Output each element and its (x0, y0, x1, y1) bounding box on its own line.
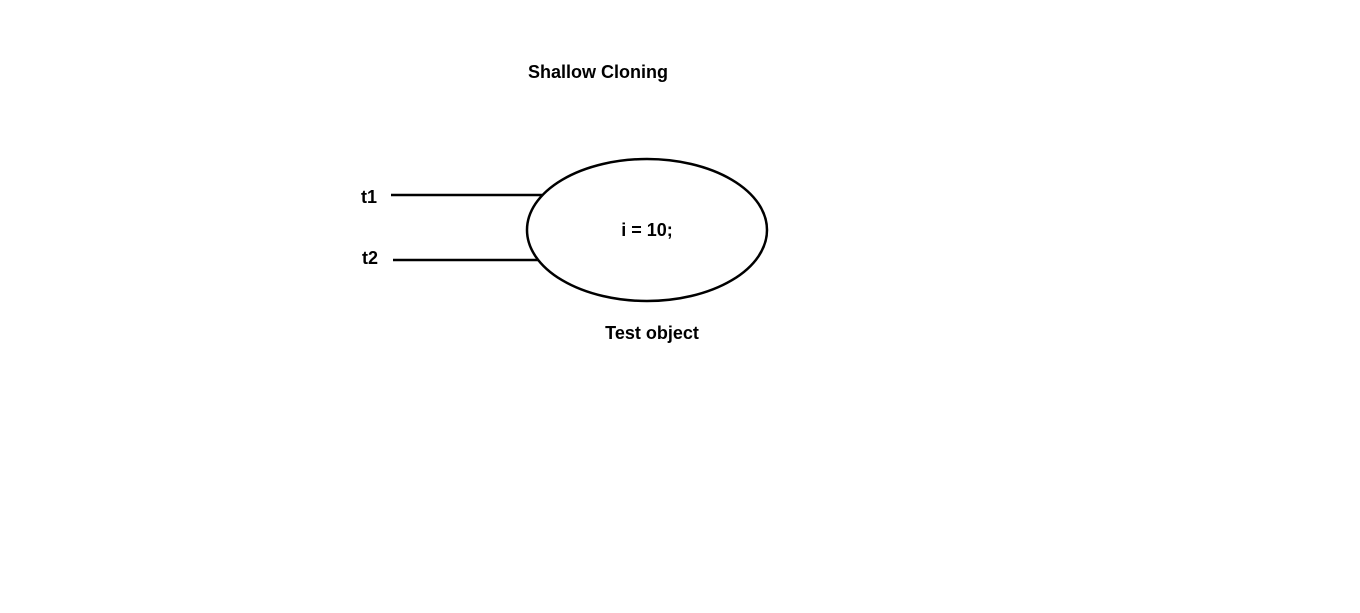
test-object-ellipse (525, 157, 769, 303)
diagram-title: Shallow Cloning (528, 62, 668, 82)
reference-label-t1: t1 (361, 187, 377, 207)
object-field-value: i = 10; (621, 220, 673, 240)
object-caption: Test object (605, 323, 699, 343)
reference-label-t2: t2 (362, 248, 378, 268)
